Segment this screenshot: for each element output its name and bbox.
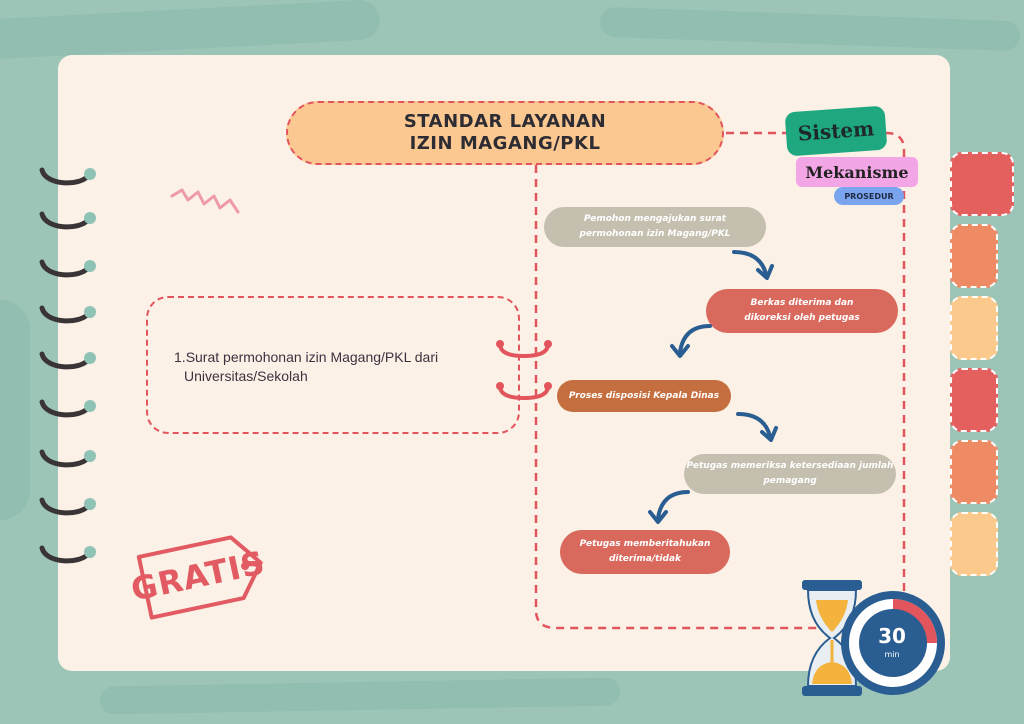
timer-value: 30: [878, 624, 906, 648]
title-line-1: STANDAR LAYANAN: [403, 111, 607, 132]
notebook-tab: [950, 440, 998, 504]
badge-mekanisme: Mekanisme: [796, 157, 918, 187]
title-line-2: IZIN MAGANG/PKL: [409, 133, 601, 154]
spiral-ring-icon: [39, 497, 96, 516]
curved-arrow-icon: [736, 412, 778, 442]
spiral-ring-icon: [39, 399, 96, 418]
curved-arrow-icon: [648, 490, 690, 524]
spiral-ring-icon: [39, 167, 96, 186]
badge-prosedur: PROSEDUR: [834, 187, 904, 205]
gratis-stamp: GRATIS: [128, 525, 275, 624]
requirements-box: 1.Surat permohonan izin Magang/PKL dari …: [146, 296, 520, 434]
stopwatch-icon: [841, 591, 945, 695]
connector-clip-icon: [496, 340, 552, 400]
spiral-ring-icon: [39, 305, 96, 324]
notebook-tab: [950, 368, 998, 432]
requirement-text: Surat permohonan izin Magang/PKL dari: [185, 349, 439, 365]
notebook-tab: [950, 296, 998, 360]
spiral-ring-icon: [39, 211, 96, 230]
spiral-ring-icon: [39, 351, 96, 370]
hourglass-icon: [802, 580, 862, 696]
spiral-ring-icon: [39, 545, 96, 564]
procedure-step-3: Proses disposisi Kepala Dinas: [557, 380, 731, 412]
curved-arrow-icon: [732, 250, 774, 280]
spiral-ring-icon: [39, 259, 96, 278]
notebook-tab: [950, 152, 1014, 216]
curved-arrow-icon: [670, 324, 712, 358]
requirement-text-cont: Universitas/Sekolah: [184, 368, 308, 384]
zigzag-icon: [170, 188, 240, 214]
page-title: STANDAR LAYANAN IZIN MAGANG/PKL: [286, 101, 724, 165]
requirement-item: 1.Surat permohonan izin Magang/PKL dari: [174, 348, 502, 367]
notebook-tab: [950, 512, 998, 576]
notebook-tab: [950, 224, 998, 288]
timer-unit: min: [884, 650, 900, 659]
badge-sistem: Sistem: [784, 105, 888, 157]
background-stroke: [0, 300, 30, 520]
requirement-number: 1.: [174, 349, 186, 365]
spiral-ring-icon: [39, 449, 96, 468]
